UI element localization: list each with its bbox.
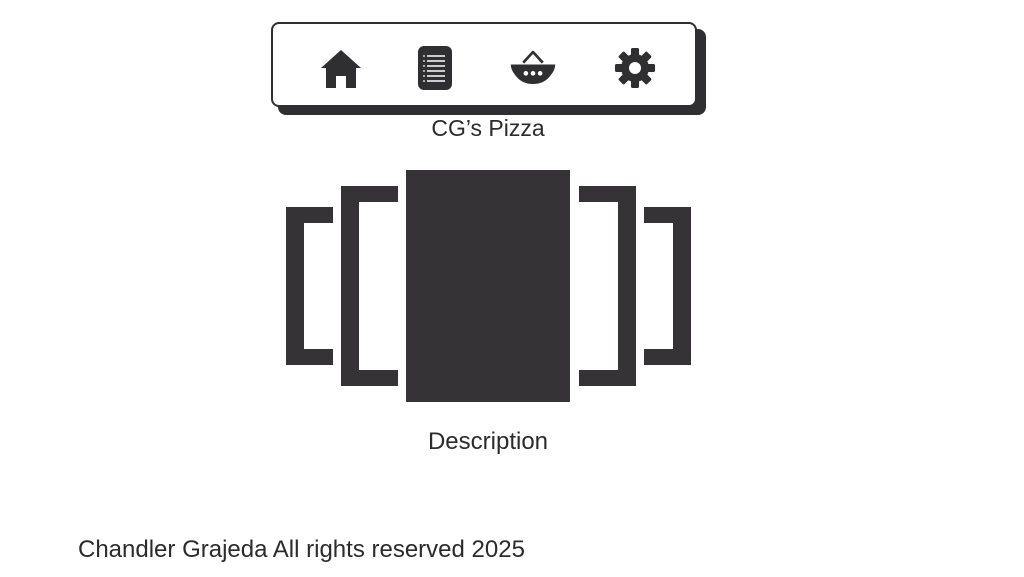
- carousel-far-left-slide[interactable]: [286, 207, 334, 365]
- carousel-right-slide[interactable]: [579, 186, 636, 386]
- carousel-main-slide[interactable]: [406, 170, 570, 402]
- home-icon: [321, 50, 361, 88]
- basket-button[interactable]: [509, 44, 557, 92]
- settings-button[interactable]: [611, 44, 659, 92]
- basket-icon: [510, 50, 556, 84]
- carousel-far-right-slide[interactable]: [644, 207, 691, 365]
- carousel-left-slide[interactable]: [341, 186, 398, 386]
- site-title: CG’s Pizza: [431, 115, 545, 141]
- image-carousel[interactable]: [286, 170, 692, 403]
- nav-bar: [271, 22, 697, 107]
- menu-button[interactable]: [411, 44, 459, 92]
- carousel-description: Description: [427, 428, 549, 455]
- gear-icon: [615, 48, 655, 88]
- footer-copyright: Chandler Grajeda All rights reserved 202…: [78, 536, 525, 563]
- home-button[interactable]: [317, 44, 365, 92]
- menu-list-icon: [418, 46, 452, 90]
